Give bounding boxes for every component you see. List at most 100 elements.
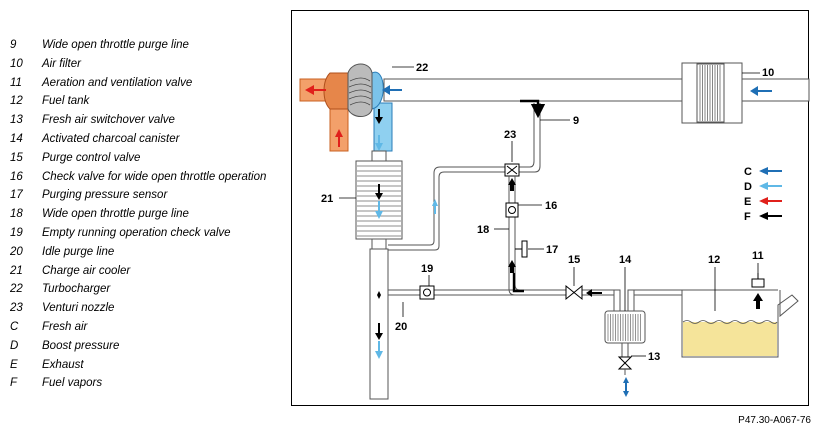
legend-number: 10: [10, 57, 23, 70]
legend-item: 20 Idle purge line: [10, 245, 280, 259]
label-23: 23: [504, 129, 516, 141]
key-letter: C: [744, 166, 752, 178]
arrow-boost-pressure: [375, 135, 438, 359]
legend-number: 18: [10, 208, 23, 221]
flow-arrows: [305, 85, 772, 397]
legend-text: Exhaust: [42, 358, 84, 371]
legend-text: Fresh air: [42, 320, 88, 333]
legend-number: 9: [10, 39, 17, 51]
legend-text: Charge air cooler: [42, 264, 131, 277]
arrow-fresh-air: [382, 85, 772, 397]
key-arrow: [759, 167, 782, 175]
turbocharger: [347, 63, 393, 152]
label-11: 11: [752, 250, 764, 262]
label-22: 22: [416, 62, 428, 74]
legend-text: Turbocharger: [42, 283, 111, 296]
legend-number: D: [10, 339, 19, 352]
legend-text: Activated charcoal canister: [42, 132, 180, 145]
legend-number: 20: [10, 245, 23, 258]
legend-text: Fuel vapors: [42, 377, 103, 390]
purge-control-valve: [565, 284, 583, 301]
legend-item: 18 Wide open throttle purge line: [10, 207, 280, 221]
boost-bypass-line: [388, 166, 508, 246]
diagram-frame: 22 10 9 23 16 18 17 21 15 14 12 11 13 19…: [291, 10, 810, 406]
figure-id: P47.30-A067-76: [738, 415, 811, 426]
legend-item: F Fuel vapors: [10, 376, 280, 390]
legend-text: Air filter: [42, 57, 81, 70]
key-letter: D: [744, 181, 752, 193]
legend-text: Wide open throttle purge line: [42, 208, 189, 221]
exhaust-pipe: [299, 72, 349, 152]
label-20: 20: [395, 321, 407, 333]
fuel-tank: [681, 289, 799, 358]
legend-text: Idle purge line: [42, 245, 115, 258]
legend-text: Wide open throttle purge line: [42, 39, 189, 51]
legend-item: 12 Fuel tank: [10, 94, 280, 108]
label-12: 12: [708, 254, 720, 266]
legend-number: 17: [10, 189, 23, 202]
legend-number: 13: [10, 114, 23, 127]
legend-number: 14: [10, 132, 23, 145]
component-labels: 22 10 9 23 16 18 17 21 15 14 12 11 13 19…: [321, 62, 774, 363]
legend-text: Venturi nozzle: [42, 302, 115, 315]
legend-number: C: [10, 320, 19, 333]
intake-pipe: [383, 78, 810, 102]
label-19: 19: [421, 263, 433, 275]
legend-item: 14 Activated charcoal canister: [10, 132, 280, 146]
label-15: 15: [568, 254, 580, 266]
legend-number: F: [10, 377, 18, 390]
legend-item: 9 Wide open throttle purge line: [10, 38, 280, 52]
legend-text: Purge control valve: [42, 151, 141, 164]
system-diagram: 22 10 9 23 16 18 17 21 15 14 12 11 13 19…: [299, 62, 810, 400]
charge-air-cooler: [355, 150, 403, 250]
check-valve-19: [419, 285, 435, 300]
fresh-air-switchover-valve: [617, 356, 633, 375]
key-letter: F: [744, 211, 751, 223]
legend-text: Aeration and ventilation valve: [42, 76, 193, 89]
legend-text: Boost pressure: [42, 339, 120, 352]
air-filter: [681, 62, 743, 124]
legend-item: 21 Charge air cooler: [10, 264, 280, 278]
label-13: 13: [648, 351, 660, 363]
key-arrow: [759, 212, 782, 220]
legend-item: 17 Purging pressure sensor: [10, 188, 280, 202]
legend-text: Fresh air switchover valve: [42, 114, 175, 127]
label-18: 18: [477, 224, 489, 236]
legend-item: 10 Air filter: [10, 57, 280, 71]
leader-lines: [339, 66, 760, 357]
key-letter: E: [744, 196, 751, 208]
label-17: 17: [546, 244, 558, 256]
aeration-valve: [751, 273, 765, 288]
legend-item: 19 Empty running operation check valve: [10, 226, 280, 240]
legend-number: 21: [10, 264, 23, 277]
legend-item: C Fresh air: [10, 320, 280, 334]
legend-number: 23: [10, 302, 23, 315]
charcoal-canister: [604, 289, 682, 358]
legend-item: 11 Aeration and ventilation valve: [10, 76, 280, 90]
label-14: 14: [619, 254, 632, 266]
arrow-fuel-vapors: [375, 109, 763, 340]
legend-text: Fuel tank: [42, 95, 90, 108]
legend-number: 19: [10, 226, 23, 239]
arrow-exhaust: [305, 85, 343, 147]
legend-item: 23 Venturi nozzle: [10, 301, 280, 315]
legend-text: Check valve for wide open throttle opera…: [42, 170, 267, 183]
venturi-nozzle: [504, 163, 520, 177]
wot-purge-line-9: [518, 103, 535, 168]
legend-text: Empty running operation check valve: [42, 226, 231, 239]
legend-number: 12: [10, 95, 23, 108]
legend-number: 11: [10, 76, 22, 89]
legend-text: Purging pressure sensor: [42, 189, 168, 202]
check-valve-16: [505, 202, 519, 218]
idle-purge-line-20: [388, 289, 392, 296]
label-16: 16: [545, 200, 557, 212]
label-9: 9: [573, 115, 579, 127]
label-21: 21: [321, 193, 333, 205]
key-arrow: [759, 197, 782, 205]
purge-line-bottom: [392, 289, 614, 296]
